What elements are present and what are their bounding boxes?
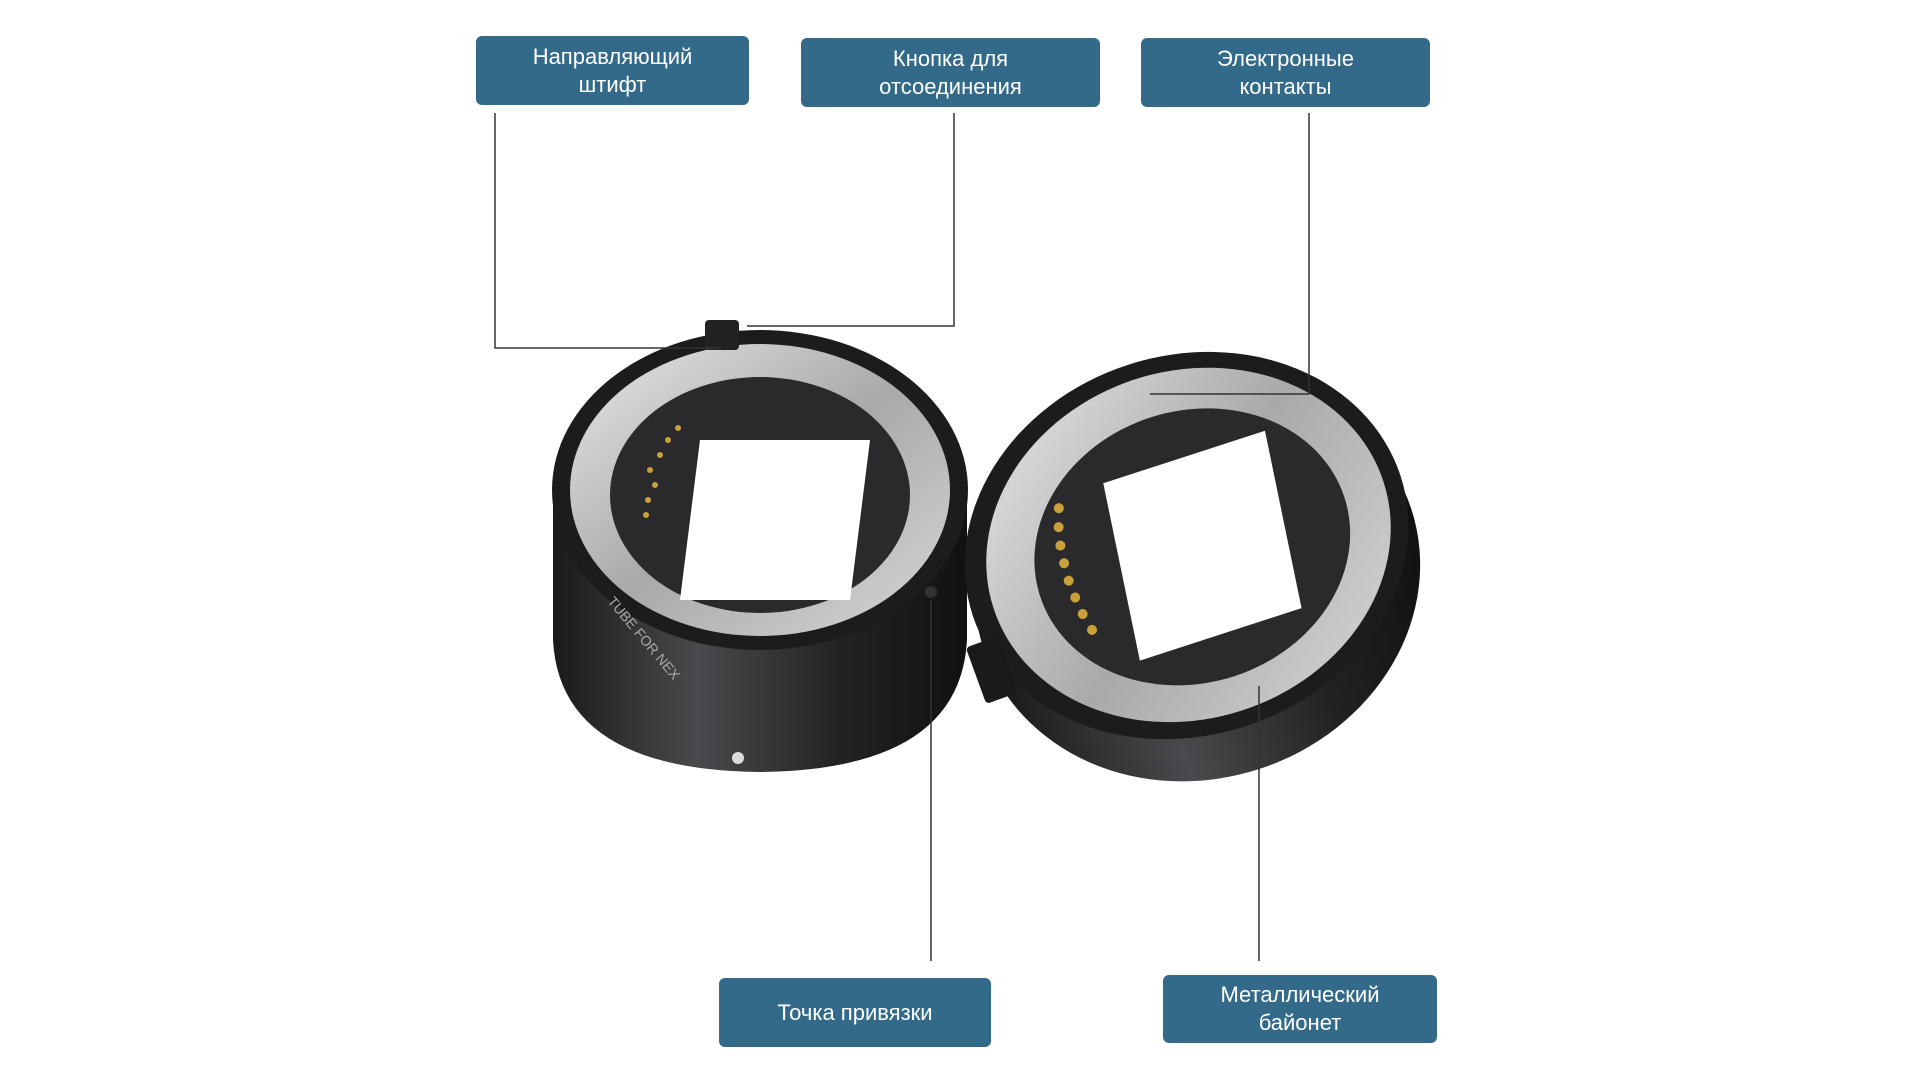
label-alignment-point: Точка привязки	[719, 978, 991, 1047]
label-metal-mount: Металлический байонет	[1163, 975, 1437, 1043]
label-release-button: Кнопка для отсоединения	[801, 38, 1100, 107]
alignment-dot	[925, 586, 937, 598]
label-guide-pin: Направляющий штифт	[476, 36, 749, 105]
leader-lines	[494, 113, 1310, 961]
right-extension-tube	[964, 351, 1421, 782]
left-extension-tube: TUBE FOR NEX	[552, 320, 968, 772]
label-electronic-contacts: Электронные контакты	[1141, 38, 1430, 107]
release-button	[966, 637, 1018, 703]
guide-pin	[705, 320, 739, 350]
